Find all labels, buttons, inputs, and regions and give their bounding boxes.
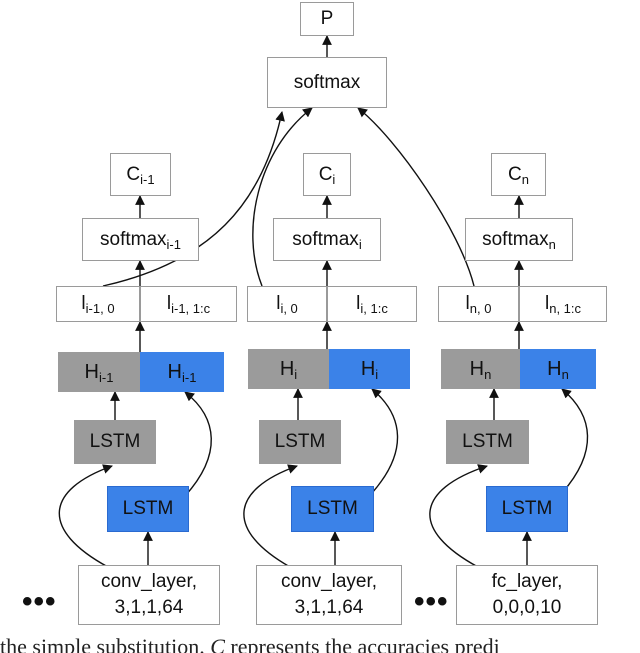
lstm-gray-c2: LSTM [259, 420, 341, 464]
lstm-gray-c3: LSTM [446, 420, 529, 464]
lstm-blue-c2: LSTM [291, 486, 374, 532]
logit-label-l1-c1: li-1, 1:c [166, 293, 211, 316]
logit-label-l0-c3: ln, 0 [465, 293, 492, 316]
arrow-input1-to-lstmgray1 [58, 464, 113, 568]
class-label-c3: Cn [508, 163, 529, 187]
arrow-l1-to-softmax [102, 111, 285, 287]
input-line1-c3: fc_layer, [491, 571, 563, 592]
arrow-lstmblue2-to-hblue2 [371, 388, 399, 494]
lstm-blue-label-c1: LSTM [122, 498, 174, 519]
softmax-label-c1: softmaxi-1 [100, 228, 181, 252]
logit-box-l0-c1: li-1, 0 [56, 286, 140, 322]
class-box-c2: Ci [303, 153, 351, 196]
top-softmax-box: softmax [267, 57, 387, 108]
output-p-label: P [320, 8, 334, 29]
softmax-box-c2: softmaxi [273, 218, 381, 261]
hidden-gray-label-c1: Hi-1 [84, 360, 114, 385]
hidden-blue-label-c3: Hn [547, 357, 569, 382]
class-box-c3: Cn [491, 153, 546, 196]
softmax-label-c2: softmaxi [292, 228, 362, 252]
hidden-gray-c3: Hn [441, 349, 520, 389]
arrow-lstmblue3-to-hblue3 [561, 388, 589, 494]
lstm-blue-label-c3: LSTM [501, 498, 553, 519]
hidden-gray-label-c2: Hi [279, 357, 298, 382]
class-label-c1: Ci-1 [126, 163, 155, 187]
hidden-blue-c1: Hi-1 [140, 352, 224, 392]
logit-box-l0-c2: li, 0 [247, 286, 327, 322]
softmax-box-c1: softmaxi-1 [82, 218, 199, 261]
logit-box-l1-c1: li-1, 1:c [140, 286, 237, 322]
top-softmax-label: softmax [293, 71, 361, 93]
input-box-c3: fc_layer, 0,0,0,10 [456, 565, 598, 625]
input-line2-c2: 3,1,1,64 [294, 597, 364, 618]
input-box-c1: conv_layer, 3,1,1,64 [78, 565, 220, 625]
hidden-gray-c2: Hi [248, 349, 329, 389]
lstm-blue-label-c2: LSTM [307, 498, 358, 519]
hidden-gray-label-c3: Hn [469, 357, 492, 382]
logit-label-l0-c1: li-1, 0 [81, 293, 115, 316]
lstm-gray-label-c3: LSTM [462, 431, 513, 452]
class-box-c1: Ci-1 [110, 153, 171, 196]
hidden-blue-c2: Hi [329, 349, 410, 389]
input-line2-c1: 3,1,1,64 [114, 597, 184, 618]
hidden-blue-label-c1: Hi-1 [167, 360, 197, 385]
output-p-box: P [300, 2, 354, 36]
lstm-gray-label-c2: LSTM [274, 431, 326, 452]
class-label-c2: Ci [318, 163, 336, 187]
lstm-blue-c3: LSTM [486, 486, 568, 532]
lstm-gray-c1: LSTM [74, 420, 156, 464]
softmax-label-c3: softmaxn [482, 228, 556, 252]
logit-label-l1-c2: li, 1:c [356, 293, 388, 316]
logit-label-l0-c2: li, 0 [276, 293, 298, 316]
logit-box-l0-c3: ln, 0 [438, 286, 519, 322]
hidden-blue-c3: Hn [520, 349, 596, 389]
arrow-lstmblue1-to-hblue1 [184, 391, 212, 497]
input-box-c2: conv_layer, 3,1,1,64 [256, 565, 402, 625]
lstm-gray-label-c1: LSTM [89, 431, 141, 452]
input-line1-c1: conv_layer, [100, 571, 198, 592]
lstm-blue-c1: LSTM [107, 486, 189, 532]
logit-box-l1-c3: ln, 1:c [519, 286, 607, 322]
softmax-box-c3: softmaxn [465, 218, 573, 261]
arrow-l3-to-softmax [357, 107, 475, 287]
ellipsis-middle: ••• [414, 585, 449, 618]
arrow-input3-to-lstmgray3 [429, 464, 488, 568]
caption-fragment: the simple substitution. C represents th… [0, 634, 500, 653]
input-line1-c2: conv_layer, [280, 571, 378, 592]
logit-box-l1-c2: li, 1:c [327, 286, 417, 322]
logit-label-l1-c3: ln, 1:c [544, 293, 582, 316]
hidden-blue-label-c2: Hi [360, 357, 379, 382]
arrow-l2-to-softmax [252, 107, 313, 287]
hidden-gray-c1: Hi-1 [58, 352, 140, 392]
input-line2-c3: 0,0,0,10 [492, 597, 562, 618]
ellipsis-left: ••• [22, 585, 57, 618]
arrow-input2-to-lstmgray2 [243, 464, 298, 568]
